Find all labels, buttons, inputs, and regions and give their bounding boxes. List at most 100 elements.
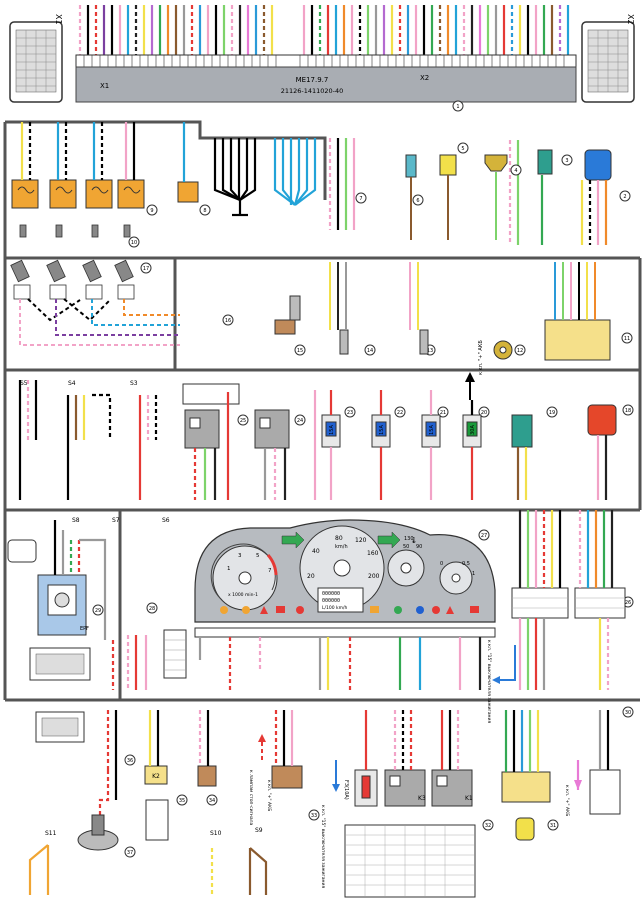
fuse-3[interactable]: 15A [421, 390, 441, 500]
component-28-wires [126, 635, 148, 690]
sensor-15[interactable] [274, 295, 301, 335]
component-10-number: 10 [131, 240, 137, 246]
ep-label: EPF [80, 626, 89, 632]
sensor-12[interactable] [493, 340, 513, 360]
connector-block-26[interactable] [511, 587, 626, 619]
relay-k3[interactable]: K3 [384, 769, 426, 807]
component-35[interactable]: K2 [144, 710, 169, 841]
connector-small-left[interactable] [29, 647, 91, 681]
fuse-4[interactable]: 30A [462, 400, 482, 500]
component-20-number: 20 [481, 410, 487, 416]
ignition-note: к кл. "15" выключателя зажигания [486, 640, 492, 723]
fuse-f3[interactable]: F3(10A) [343, 710, 378, 807]
cluster-wires [198, 637, 482, 690]
injectors[interactable] [10, 259, 135, 300]
warning-lamps: 🌡 [220, 531, 479, 614]
connector-x2[interactable]: X2 [581, 14, 635, 103]
component-33-number: 33 [311, 813, 317, 819]
temp-tick-90: 90 [416, 544, 422, 550]
sensor-3[interactable] [537, 149, 553, 175]
ignition-arrow-bottom: к кл. "15" выключателя зажигания [320, 760, 340, 888]
fan-motor[interactable] [77, 814, 119, 851]
sensor-13[interactable] [409, 262, 429, 355]
component-2-number: 2 [623, 194, 626, 200]
tach-tick-5: 5 [256, 553, 260, 559]
sensor-5[interactable] [439, 154, 457, 240]
injector-wires [19, 298, 180, 346]
component-28[interactable] [163, 629, 187, 679]
component-24-number: 24 [297, 418, 303, 424]
component-19[interactable] [511, 414, 533, 500]
component-37-number: 37 [127, 850, 133, 856]
splice-s3-label: S3 [130, 380, 138, 387]
component-22-number: 22 [397, 410, 403, 416]
connector-small-top-left[interactable] [7, 539, 37, 563]
sensor-2[interactable] [584, 149, 612, 181]
component-29-wires [53, 520, 115, 690]
component-31[interactable] [515, 817, 535, 841]
speed-tick-200: 200 [368, 573, 380, 580]
abs-note-top: к кл. "+" АКБ [478, 340, 484, 375]
relay-25[interactable] [254, 409, 290, 449]
relay-k1-label: K1 [465, 795, 473, 802]
sensor-6[interactable] [405, 154, 417, 240]
tach-tick-1: 1 [227, 566, 231, 572]
component-32[interactable] [501, 710, 551, 803]
connector-x1[interactable]: X1 [9, 14, 63, 103]
speed-tick-80: 80 [335, 535, 343, 542]
bottom-connector-36[interactable] [35, 711, 85, 743]
ecu-part-number: 21126-1411020-40 [281, 87, 344, 95]
component-18[interactable] [587, 404, 617, 500]
top-wire-bundle [78, 5, 570, 55]
relay-row3-wires [193, 390, 317, 500]
component-29[interactable]: EPF [37, 574, 89, 636]
component-36-number: 36 [127, 758, 133, 764]
fuse-1[interactable]: 15A [321, 390, 341, 500]
splice-labels-bottom: S8 S7 S6 [72, 517, 170, 524]
speed-tick-20: 20 [307, 573, 315, 580]
component-27-number: 27 [481, 533, 487, 539]
component-16-number: 16 [225, 318, 231, 324]
component-28-number: 28 [149, 606, 155, 612]
component-18-number: 18 [625, 408, 631, 414]
ecu-connector-1-label: X1 [100, 82, 109, 90]
temp-tick-50: 50 [403, 544, 409, 550]
relay-k1[interactable]: K1 [431, 769, 473, 807]
splice-s9-label: S9 [255, 827, 263, 834]
instrument-cluster[interactable]: 1 3 5 7 x 1000 min-1 20 40 80 120 160 20… [194, 519, 496, 638]
relay-bottom-wires [393, 710, 460, 770]
component-30[interactable]: к кл. "+" АКБ [564, 710, 621, 816]
ignition-coils[interactable] [11, 179, 199, 209]
component-17-number: 17 [143, 266, 149, 272]
component-4-number: 4 [514, 168, 517, 174]
component-13-number: 13 [427, 348, 433, 354]
sensor-4[interactable] [484, 154, 508, 240]
component-15-number: 15 [297, 348, 303, 354]
sensor-11[interactable] [544, 262, 611, 361]
component-6-number: 6 [416, 198, 419, 204]
stop-lamp-note: к лампам стоп-сигнала [248, 770, 253, 825]
component-33[interactable]: к лампам стоп-сигнала к кл. "+" АКБ [248, 710, 303, 825]
sensor-14[interactable] [329, 262, 349, 355]
fuse-2[interactable]: 15A [371, 390, 391, 500]
component-34[interactable] [197, 710, 217, 787]
ecu-block[interactable]: X1 X2 ME17.9.7 21126-1411020-40 1 [75, 66, 577, 112]
relay-26[interactable] [182, 383, 240, 449]
fuse-4-label: 30A [470, 425, 476, 435]
component-21-number: 21 [440, 410, 446, 416]
component-9-number: 9 [150, 208, 153, 214]
component-8-number: 8 [203, 208, 206, 214]
coil-wires [20, 122, 186, 182]
component-25-number: 25 [240, 418, 246, 424]
ground-bundle [213, 138, 257, 217]
ignition-note-2: к кл. "15" выключателя зажигания [320, 805, 326, 888]
fuse-1-label: 15A [329, 425, 335, 435]
bottom-splice-wires [28, 844, 268, 895]
tach-tick-3: 3 [238, 553, 242, 559]
tach-unit: x 1000 min-1 [228, 592, 258, 598]
abs-note-2: к кл. "+" АКБ [266, 780, 272, 811]
component-7-number: 7 [359, 196, 362, 202]
splice-s4-label: S4 [68, 380, 76, 387]
component-30-number: 30 [625, 710, 631, 716]
component-31-number: 31 [550, 823, 556, 829]
